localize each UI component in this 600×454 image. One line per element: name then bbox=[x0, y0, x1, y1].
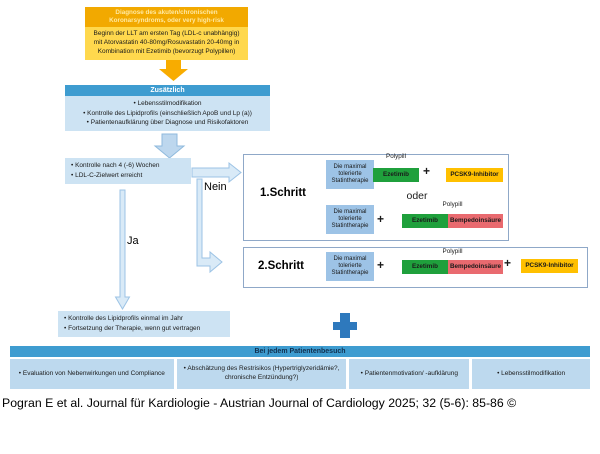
bullet-item: Abschätzung des Restrisikos (Hypertrigly… bbox=[183, 365, 341, 383]
bullet-item: Patientenmotivation/ -aufklärung bbox=[361, 370, 458, 379]
pcsk9-box: PCSK9-Inhibitor bbox=[446, 168, 503, 182]
besuch-cell: Evaluation von Nebenwirkungen und Compli… bbox=[10, 359, 174, 389]
step2-label: 2.Schritt bbox=[258, 260, 305, 272]
ezetimib-box: Ezetimib bbox=[402, 260, 448, 274]
pcsk9-box: PCSK9-Inhibitor bbox=[521, 259, 578, 273]
patientenbesuch-cells: Evaluation von Nebenwirkungen und Compli… bbox=[10, 359, 590, 389]
citation-text: Pogran E et al. Journal für Kardiologie … bbox=[2, 396, 517, 410]
plus-sign: + bbox=[423, 164, 431, 178]
llt-start-text: Beginn der LLT am ersten Tag (LDL-c unab… bbox=[85, 27, 248, 60]
zusatzlich-list: Lebensstilmodifikation Kontrolle des Lip… bbox=[65, 96, 270, 131]
besuch-cell: Abschätzung des Restrisikos (Hypertrigly… bbox=[176, 359, 347, 389]
zusatzlich-box: Zusätzlich Lebensstilmodifikation Kontro… bbox=[65, 85, 270, 131]
besuch-cell: Patientenmotivation/ -aufklärung bbox=[349, 359, 470, 389]
besuch-cell: Lebensstilmodifikation bbox=[472, 359, 590, 389]
jahreskontrolle-box: Kontrolle des Lipidprofils einmal im Jah… bbox=[58, 311, 230, 337]
arrow-right-nein-icon bbox=[191, 161, 242, 184]
diagnosis-header: Diagnose des akuten/chronischen Koronars… bbox=[85, 7, 248, 28]
bullet-item: Patientenaufklärung über Diagnose und Ri… bbox=[69, 118, 266, 127]
statin-box: Die maximal tolerierte Statintherapie bbox=[326, 160, 374, 189]
bullet-item: Kontrolle des Lipidprofils (einschließli… bbox=[69, 109, 266, 118]
bullet-item: LDL-C-Zielwert erreicht bbox=[68, 171, 188, 181]
ezetimib-box: Ezetimib bbox=[373, 168, 419, 182]
step1-label: 1.Schritt bbox=[260, 187, 307, 199]
bullet-item: Lebensstilmodifikation bbox=[497, 370, 565, 379]
polypill-label: Polypill bbox=[442, 248, 463, 255]
plus-cross-icon bbox=[333, 313, 357, 338]
bullet-item: Kontrolle nach 4 (-6) Wochen bbox=[68, 161, 188, 171]
polypill-label: Polypill bbox=[386, 153, 406, 160]
ezetimib-box: Ezetimib bbox=[402, 214, 448, 228]
ja-branch-label: Ja bbox=[127, 235, 139, 247]
bempedoinsaeure-box: Bempedoinsäure bbox=[448, 214, 503, 228]
plus-sign: + bbox=[504, 256, 512, 270]
statin-box: Die maximal tolerierte Statintherapie bbox=[326, 205, 374, 234]
oder-label: oder bbox=[406, 190, 428, 202]
zusatzlich-header: Zusätzlich bbox=[65, 85, 270, 97]
bempedoinsaeure-box: Bempedoinsäure bbox=[448, 260, 503, 274]
statin-box: Die maximal tolerierte Statintherapie bbox=[326, 252, 374, 281]
patientenbesuch-header: Bei jedem Patientenbesuch bbox=[10, 346, 590, 357]
arrow-down-ja-icon bbox=[114, 189, 131, 310]
plus-sign: + bbox=[377, 258, 385, 272]
nein-branch-label: Nein bbox=[204, 181, 227, 193]
polypill-label: Polypill bbox=[442, 201, 463, 208]
patientenbesuch-section: Bei jedem Patientenbesuch Evaluation von… bbox=[10, 346, 590, 389]
bullet-item: Fortsetzung der Therapie, wenn gut vertr… bbox=[61, 324, 227, 334]
kontrolle-wochen-box: Kontrolle nach 4 (-6) Wochen LDL-C-Zielw… bbox=[65, 158, 191, 184]
bullet-item: Kontrolle des Lipidprofils einmal im Jah… bbox=[61, 314, 227, 324]
bullet-item: Evaluation von Nebenwirkungen und Compli… bbox=[19, 370, 165, 379]
bullet-item: Lebensstilmodifikation bbox=[69, 99, 266, 108]
arrow-down-blue-icon bbox=[153, 133, 186, 159]
diagnosis-start-box: Diagnose des akuten/chronischen Koronars… bbox=[85, 7, 248, 60]
plus-sign: + bbox=[377, 212, 385, 226]
arrow-down-yellow-icon bbox=[159, 60, 188, 81]
